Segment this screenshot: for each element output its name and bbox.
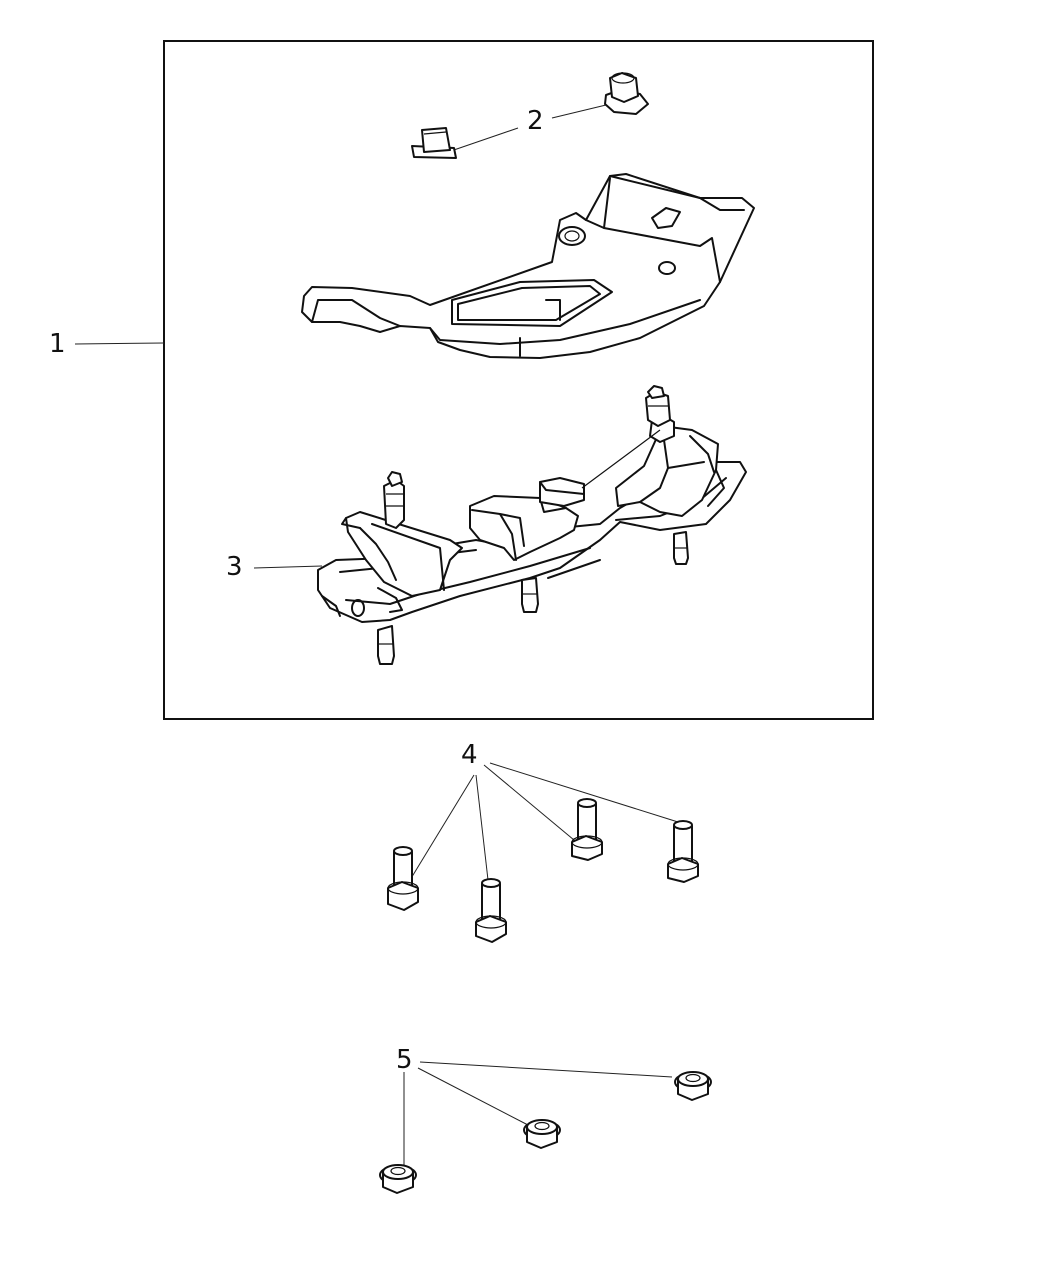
leader-2a <box>447 127 519 153</box>
leader-2b <box>551 104 607 119</box>
assembly-frame <box>163 40 874 720</box>
callout-5: 5 <box>396 1045 413 1075</box>
callout-4: 4 <box>461 740 478 770</box>
upper-bracket <box>301 173 755 359</box>
bolt-part-4-c <box>571 798 603 861</box>
leader-3 <box>253 565 323 569</box>
nut-part-5-c <box>379 1164 417 1194</box>
leader-4-group <box>409 762 679 881</box>
callout-1: 1 <box>49 329 66 359</box>
leader-5-group <box>403 1061 673 1170</box>
bolt-part-4-d <box>667 820 699 883</box>
nut-part-2-right <box>604 72 649 115</box>
bolt-part-4-a <box>387 846 419 911</box>
callout-3: 3 <box>226 552 243 582</box>
callout-2: 2 <box>527 106 544 136</box>
leader-1 <box>74 342 165 345</box>
crossmember-part-3 <box>317 385 747 665</box>
nut-part-5-a <box>674 1071 712 1101</box>
bolt-part-4-b <box>475 878 507 943</box>
nut-part-5-b <box>523 1119 561 1149</box>
nut-part-2-left <box>411 127 457 159</box>
